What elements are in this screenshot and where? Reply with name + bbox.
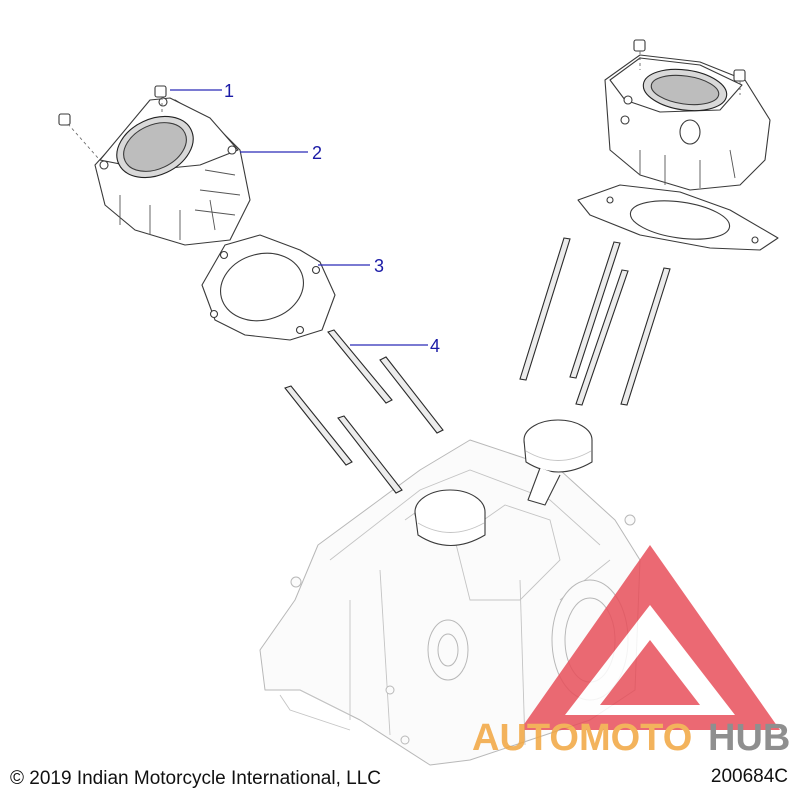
copyright-notice: © 2019 Indian Motorcycle International, … xyxy=(10,768,381,789)
callout-2-number: 2 xyxy=(312,143,322,163)
front-base-gasket xyxy=(201,234,336,341)
front-studs xyxy=(284,329,444,494)
rear-base-gasket xyxy=(577,184,779,251)
callout-4: 4 xyxy=(350,336,440,356)
callout-2: 2 xyxy=(240,143,322,163)
watermark-text-automoto: AUTOMOTO xyxy=(472,717,692,759)
rear-cylinder xyxy=(604,54,771,191)
piston-front xyxy=(414,489,486,546)
callout-3: 3 xyxy=(318,256,384,276)
front-cylinder-bolts xyxy=(58,85,167,159)
callout-3-number: 3 xyxy=(374,256,384,276)
watermark-text-hub: HUB xyxy=(708,717,790,759)
watermark: AUTOMOTO HUB xyxy=(472,545,790,759)
callout-4-number: 4 xyxy=(430,336,440,356)
diagram-code: 200684C xyxy=(710,766,788,787)
callout-1: 1 xyxy=(170,81,234,101)
piston-rear xyxy=(523,419,593,506)
front-cylinder xyxy=(94,97,251,246)
rear-cylinder-bolts xyxy=(633,39,746,95)
callout-1-number: 1 xyxy=(224,81,234,101)
rear-studs xyxy=(519,237,671,406)
